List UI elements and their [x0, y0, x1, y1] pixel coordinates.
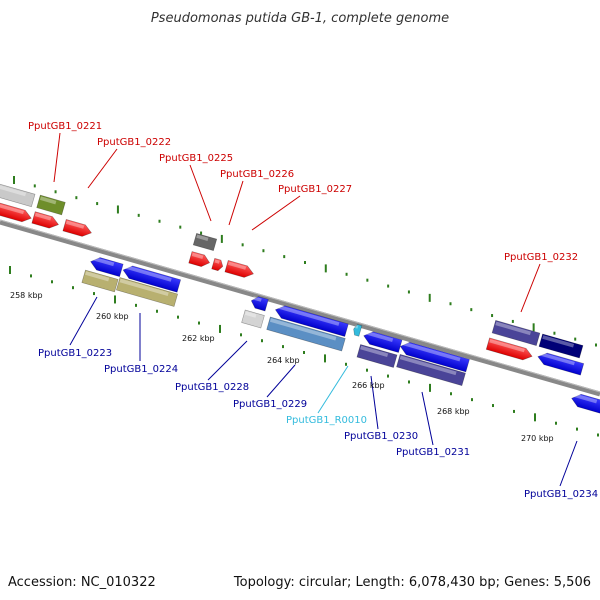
gene-feature-0220[interactable] — [0, 182, 36, 208]
gene-label-0230[interactable]: PputGB1_0230 — [344, 431, 418, 442]
gene-feature-0233[interactable] — [538, 333, 584, 359]
leader-0229 — [266, 364, 296, 398]
gene-feature-0230[interactable] — [356, 344, 398, 368]
gene-label-R0010[interactable]: PputGB1_R0010 — [286, 415, 367, 426]
leader-0234 — [559, 440, 578, 487]
gene-feature-0223[interactable] — [81, 269, 119, 293]
scale-label-270: 270 kbp — [521, 434, 554, 443]
gene-label-0221[interactable]: PputGB1_0221 — [28, 121, 102, 132]
backbone — [0, 219, 600, 397]
scale-label-264: 264 kbp — [267, 356, 300, 365]
leader-R0010 — [317, 365, 349, 414]
leader-0227 — [251, 195, 301, 231]
leader-0222 — [87, 148, 118, 189]
scale-label-262: 262 kbp — [182, 334, 215, 343]
gene-label-0229[interactable]: PputGB1_0229 — [233, 399, 307, 410]
gene-label-0223[interactable]: PputGB1_0223 — [38, 348, 112, 359]
gene-feature-0229-a[interactable] — [274, 304, 349, 337]
scale-label-266: 266 kbp — [352, 381, 385, 390]
gene-feature-0231[interactable] — [396, 354, 466, 386]
scale-labels: 258 kbp 260 kbp 262 kbp 264 kbp 266 kbp … — [10, 291, 554, 443]
gene-feature-0227[interactable] — [224, 260, 255, 279]
gene-feature-cds-c[interactable] — [485, 337, 534, 362]
leader-0223 — [69, 296, 98, 346]
topology-text: Topology: circular; Length: 6,078,430 bp… — [233, 575, 591, 590]
label-leaders — [53, 132, 578, 487]
gene-feature-0229[interactable] — [266, 316, 346, 352]
gene-feature-0231-a[interactable] — [399, 340, 470, 373]
gene-feature-0223-a[interactable] — [89, 255, 124, 278]
gene-label-0225[interactable]: PputGB1_0225 — [159, 153, 233, 164]
leader-0228 — [207, 340, 248, 381]
leader-0226 — [228, 180, 244, 226]
gene-feature-0225[interactable] — [192, 232, 218, 252]
gene-feature-0221[interactable] — [36, 194, 66, 216]
gene-label-0224[interactable]: PputGB1_0224 — [104, 364, 178, 375]
scale-label-268: 268 kbp — [437, 407, 470, 416]
gene-label-0228[interactable]: PputGB1_0228 — [175, 382, 249, 393]
gene-feature-0224[interactable] — [115, 277, 179, 307]
gene-label-0232[interactable]: PputGB1_0232 — [504, 252, 578, 263]
gene-label-0231[interactable]: PputGB1_0231 — [396, 447, 470, 458]
gene-feature-0222[interactable] — [31, 211, 60, 231]
gene-feature-0232[interactable] — [491, 320, 541, 346]
leader-0221 — [53, 132, 61, 183]
scale-label-258: 258 kbp — [10, 291, 43, 300]
gene-features — [0, 182, 600, 415]
accession-text: Accession: NC_010322 — [8, 575, 156, 590]
gene-feature-0234[interactable] — [570, 392, 600, 415]
gene-feature-0228-a[interactable] — [250, 295, 269, 312]
gene-label-0234[interactable]: PputGB1_0234 — [524, 489, 598, 500]
gene-feature-cds-a[interactable] — [0, 201, 33, 224]
gene-label-0226[interactable]: PputGB1_0226 — [220, 169, 294, 180]
leader-0231 — [421, 391, 434, 446]
gene-feature-0226[interactable] — [188, 251, 212, 268]
gene-label-0227[interactable]: PputGB1_0227 — [278, 184, 352, 195]
scale-ticks — [9, 176, 599, 437]
gene-feature-0226b[interactable] — [211, 257, 225, 272]
leader-0232 — [520, 263, 541, 313]
gene-feature-0228[interactable] — [241, 309, 265, 329]
gene-feature-cds-b[interactable] — [62, 219, 93, 238]
gene-feature-cds-d[interactable] — [536, 351, 585, 376]
page-title: Pseudomonas putida GB-1, complete genome — [151, 11, 449, 26]
scale-label-260: 260 kbp — [96, 312, 129, 321]
gene-label-0222[interactable]: PputGB1_0222 — [97, 137, 171, 148]
gene-feature-0224-a[interactable] — [121, 264, 182, 293]
gene-feature-0230-a[interactable] — [362, 330, 403, 353]
leader-0230 — [370, 375, 379, 430]
gene-feature-R0010[interactable] — [352, 324, 363, 337]
leader-0225 — [189, 164, 212, 222]
gene-labels: PputGB1_0221 PputGB1_0222 PputGB1_0225 P… — [28, 121, 598, 500]
